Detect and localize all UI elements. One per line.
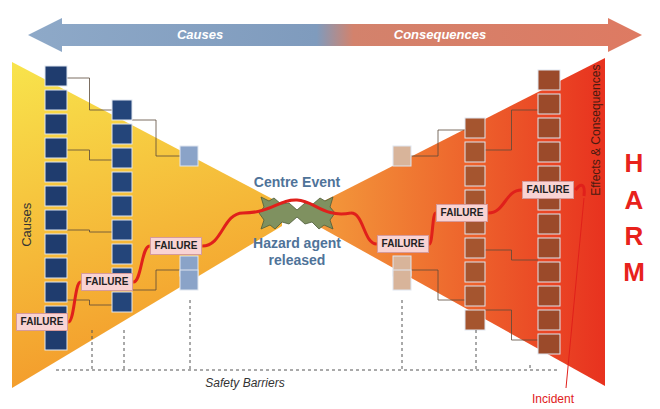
barrier-block — [538, 118, 560, 138]
barrier-block — [45, 330, 67, 350]
barrier-block — [538, 238, 560, 258]
failure-label: FAILURE — [527, 184, 570, 196]
barrier-block — [180, 146, 198, 166]
failure-box: FAILURE — [436, 204, 489, 222]
barrier-block — [112, 292, 132, 312]
barrier-blocks — [45, 66, 560, 354]
failure-label: FAILURE — [21, 316, 64, 328]
barrier-block — [465, 166, 485, 186]
causes-fan — [12, 62, 282, 388]
event-title: Centre Event — [243, 174, 351, 191]
failure-label: FAILURE — [382, 238, 425, 250]
direction-arrow — [28, 18, 642, 52]
barrier-block — [45, 258, 67, 278]
event-caption: Hazard agent released — [243, 235, 351, 269]
failure-label: FAILURE — [441, 207, 484, 219]
barrier-block — [112, 220, 132, 240]
barrier-link — [67, 150, 112, 160]
barrier-block — [538, 142, 560, 162]
failure-label: FAILURE — [155, 240, 198, 252]
barrier-link — [485, 110, 538, 150]
barrier-block — [538, 310, 560, 330]
barrier-block — [538, 286, 560, 306]
barrier-link — [411, 270, 465, 300]
barrier-block — [45, 210, 67, 230]
barrier-block — [538, 70, 560, 90]
barrier-block — [45, 66, 67, 86]
barrier-block — [538, 214, 560, 234]
barrier-block — [45, 90, 67, 110]
event-shape — [243, 191, 351, 235]
barrier-block — [112, 244, 132, 264]
arrow-label: Causes — [177, 27, 223, 43]
barrier-block — [45, 162, 67, 182]
arrow-label: Consequences — [394, 27, 486, 43]
barrier-link — [67, 230, 112, 232]
barrier-block — [465, 118, 485, 138]
bowtie-knot — [243, 191, 351, 235]
barrier-block — [45, 186, 67, 206]
failure-box: FAILURE — [16, 313, 69, 331]
barrier-block — [45, 282, 67, 302]
failure-path — [488, 190, 521, 213]
incident-path — [243, 200, 351, 214]
barrier-link — [67, 78, 112, 110]
barrier-block — [538, 334, 560, 354]
barrier-link — [411, 130, 465, 156]
failure-path — [133, 246, 149, 282]
barrier-block — [112, 124, 132, 144]
barrier-link — [485, 250, 538, 260]
side-title: Effects & Consequences — [590, 64, 604, 195]
barrier-block — [465, 286, 485, 306]
barrier-block — [45, 234, 67, 254]
barrier-block — [112, 172, 132, 192]
barrier-block — [45, 114, 67, 134]
failure-box: FAILURE — [522, 181, 575, 199]
side-title: Causes — [19, 203, 35, 247]
barrier-link — [485, 310, 538, 340]
incident-path-tail — [575, 185, 584, 196]
failure-box: FAILURE — [150, 237, 203, 255]
barrier-block — [538, 262, 560, 282]
failure-path — [351, 213, 377, 244]
failure-box: FAILURE — [377, 235, 430, 253]
barrier-block — [393, 146, 411, 166]
barrier-link — [132, 120, 180, 156]
harm-label: HARM — [621, 145, 647, 291]
barrier-block — [465, 310, 485, 330]
barrier-block — [393, 270, 411, 290]
barrier-block — [465, 142, 485, 162]
barrier-block — [112, 196, 132, 216]
barrier-block — [465, 238, 485, 258]
centre-event: Centre EventHazard agent released — [243, 174, 351, 268]
failure-box: FAILURE — [81, 273, 134, 291]
barrier-block — [45, 138, 67, 158]
safety-barrier-guides — [56, 300, 560, 370]
barrier-block — [538, 94, 560, 114]
failure-label: FAILURE — [86, 276, 129, 288]
failure-path — [202, 213, 243, 246]
barrier-block — [465, 262, 485, 282]
failure-path — [68, 282, 80, 322]
barrier-block — [112, 100, 132, 120]
incident-label: Incident — [532, 392, 574, 406]
barrier-block — [112, 148, 132, 168]
hazard-knot — [259, 197, 335, 229]
barrier-block — [180, 270, 198, 290]
consequences-fan — [318, 58, 605, 386]
incident-leader — [566, 198, 584, 388]
barrier-caption: Safety Barriers — [205, 376, 284, 390]
